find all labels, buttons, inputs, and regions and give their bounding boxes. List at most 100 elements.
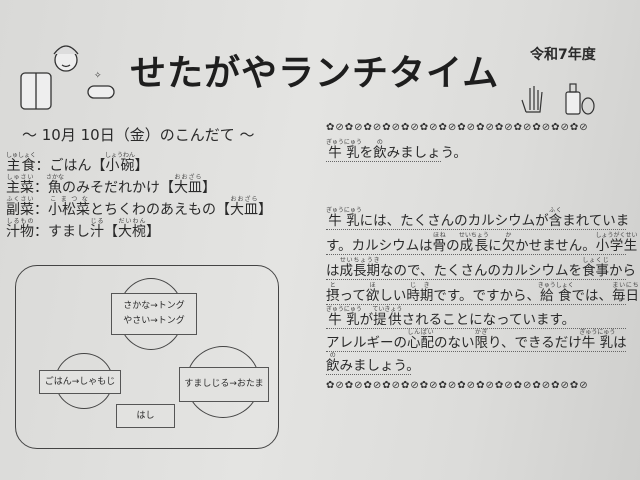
ruby-word: 小松菜こまつな	[48, 196, 90, 218]
menu-item: 汁物しるもの：すまし汁じる【大椀だいわん】	[6, 218, 160, 239]
ruby-word: 大椀だいわん	[118, 218, 146, 240]
text-span: です。ですから、	[433, 288, 540, 304]
ruby-word: 魚さかな	[46, 174, 65, 196]
date-heading: ～ 10月 10日（金）のこんだて ～	[22, 126, 255, 144]
page-title: せたがやランチタイム	[130, 53, 500, 94]
ruby-word: 飲の	[326, 352, 340, 374]
text-span: ごはん【	[49, 158, 106, 174]
hygiene-illustration	[520, 80, 600, 120]
text-span: から	[608, 263, 636, 279]
jacket-icon	[20, 72, 52, 110]
text-span: す。カルシウムは	[326, 238, 433, 254]
ruby-word: 欠か	[501, 232, 516, 254]
furigana: まいにち	[612, 282, 639, 289]
article-line: す。カルシウムは骨ほねの成長せいちょうに欠かかせません。小学生しょうがくせい	[326, 232, 638, 255]
ruby-word: 小学生しょうがくせい	[595, 232, 638, 254]
ruby-word: 給食きゅうしょく	[537, 282, 574, 304]
furigana: せいちょう	[458, 232, 489, 239]
furigana: ぎゅうにゅう	[326, 306, 362, 313]
ruby-word: 牛乳ぎゅうにゅう	[579, 329, 616, 351]
furigana: かぎ	[474, 329, 488, 336]
ruby-word: 大皿おおざら	[174, 174, 202, 196]
text-span: しい	[379, 288, 407, 304]
text-span: ：	[35, 158, 50, 174]
article-line: 牛乳ぎゅうにゅうには、たくさんのカルシウムが含ふくまれていま	[326, 207, 630, 230]
ruby-word: 欲ほ	[365, 282, 380, 304]
article-headline: 牛乳ぎゅうにゅうを飲のみましょう。	[326, 139, 467, 162]
ruby-word: 成長期せいちょうき	[339, 257, 381, 279]
ruby-word: 大皿おおざら	[230, 196, 258, 218]
ruby-word: 提供ていきょう	[372, 306, 403, 328]
decorative-border-bottom: ✿⊘✿⊘✿⊘✿⊘✿⊘✿⊘✿⊘✿⊘✿⊘✿⊘✿⊘✿⊘✿⊘✿⊘	[326, 380, 589, 391]
furigana: ほ	[365, 282, 380, 289]
text-span: は	[613, 335, 627, 351]
ruby-word: 含ふく	[548, 207, 563, 229]
text-span: 】	[146, 224, 160, 240]
furigana: ふく	[548, 207, 563, 214]
ruby-word: 牛乳ぎゅうにゅう	[326, 207, 362, 229]
ruby-word: 牛乳ぎゅうにゅう	[326, 306, 362, 328]
text-span: とちくわのあえもの【	[90, 202, 230, 218]
furigana: の	[326, 352, 340, 359]
text-span: みましょう。	[386, 145, 467, 161]
ruby-word: 牛乳ぎゅうにゅう	[326, 139, 362, 161]
text-span: では、	[571, 288, 613, 304]
furigana: せいちょうき	[339, 257, 380, 264]
text-span: ：	[34, 202, 48, 218]
ruby-word: 骨ほね	[432, 232, 447, 254]
text-span: の	[446, 238, 460, 254]
menu-item: 主菜しゅさい：魚さかなのみそだれかけ【大皿おおざら】	[6, 174, 216, 195]
furigana: ぎゅうにゅう	[579, 329, 616, 336]
hand-icon	[521, 86, 543, 113]
text-span: に	[488, 238, 502, 254]
furigana: ていきょう	[372, 306, 403, 313]
text-span: 】	[258, 202, 272, 218]
menu-item: 主食しゅしょく：ごはん【小碗しょうわん】	[6, 152, 149, 173]
label-vegetable: やさい→トング	[123, 316, 185, 326]
label-bottom: はし	[116, 404, 175, 428]
furigana: しょくじ	[581, 257, 609, 264]
text-span: には、たくさんのカルシウムが	[359, 213, 549, 229]
text-span: アレルギーの	[326, 335, 407, 351]
furigana: ぎゅうにゅう	[326, 139, 362, 146]
furigana: きゅうしょく	[537, 282, 574, 289]
furigana: だいわん	[118, 218, 146, 225]
furigana: じき	[406, 282, 434, 289]
label-fish: さかな→トング	[123, 301, 185, 311]
text-span: って	[339, 288, 366, 304]
label-chopsticks: はし	[136, 410, 155, 421]
article-line: 飲のみましょう。	[326, 352, 420, 375]
ruby-word: 主菜しゅさい	[6, 174, 34, 196]
text-span: 【	[104, 224, 118, 240]
label-rice: ごはん→しゃもじ	[44, 376, 116, 387]
ruby-word: 汁じる	[90, 218, 104, 240]
furigana: の	[373, 139, 387, 146]
ruby-word: 汁物しるもの	[6, 218, 34, 240]
furigana: おおざら	[174, 174, 202, 181]
text-span: まれていま	[562, 213, 630, 229]
furigana: しるもの	[6, 218, 34, 225]
ruby-word: 副菜ふくさい	[6, 196, 34, 218]
text-span: みましょう。	[339, 358, 420, 374]
mask-icon: ✧	[87, 71, 115, 99]
furigana: こまつな	[48, 196, 90, 203]
text-span: ：	[34, 180, 48, 196]
svg-text:✧: ✧	[94, 71, 102, 81]
chef-illustration: ✧	[18, 38, 128, 117]
text-span: のない	[434, 335, 475, 351]
furigana: ぎゅうにゅう	[326, 207, 362, 214]
text-span: かせません。	[515, 238, 596, 254]
text-span: は	[326, 263, 340, 279]
text-span: を	[359, 145, 374, 161]
text-span: 】	[202, 180, 216, 196]
furigana: ふくさい	[6, 196, 34, 203]
ruby-word: 食事しょくじ	[581, 257, 609, 279]
text-span: り、できるだけ	[488, 335, 582, 351]
ruby-word: 小碗しょうわん	[105, 152, 136, 174]
furigana: しゅしょく	[6, 152, 37, 159]
ruby-word: 成長せいちょう	[458, 232, 489, 254]
article-line: 摂とって欲ほしい時期じきです。ですから、給食きゅうしょくでは、毎日まいにち	[326, 282, 639, 305]
article-line: アレルギーの心配しんぱいのない限かぎり、できるだけ牛乳ぎゅうにゅうは	[326, 329, 627, 352]
article-line: は成長期せいちょうきなので、たくさんのカルシウムを食事しょくじから	[326, 257, 636, 280]
text-span: ：すまし	[34, 224, 90, 240]
